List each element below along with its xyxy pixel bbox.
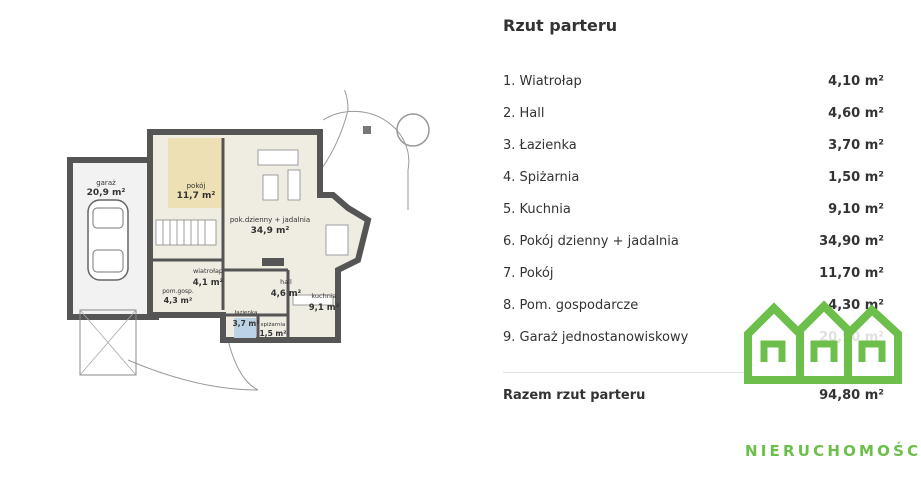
plan-label-bath: łazienka xyxy=(235,310,258,316)
plan-label-utility-area: 4,3 m² xyxy=(164,296,193,305)
room-name: 5. Kuchnia xyxy=(503,202,571,217)
room-area: 4,60 m² xyxy=(828,106,884,121)
room-area: 3,70 m² xyxy=(828,138,884,153)
room-name: 2. Hall xyxy=(503,106,545,121)
plan-label-hall: hall xyxy=(280,278,292,286)
plan-label-hall-area: 4,6 m² xyxy=(271,289,302,299)
room-name: 7. Pokój xyxy=(503,266,554,281)
plan-label-room-area: 11,7 m² xyxy=(177,191,216,201)
plan-label-kitchen: kuchnia xyxy=(311,292,336,300)
plan-label-living-area: 34,9 m² xyxy=(251,226,290,236)
room-name: 1. Wiatrołap xyxy=(503,74,582,89)
room-area: 1,50 m² xyxy=(828,170,884,185)
room-area: 34,90 m² xyxy=(819,234,884,249)
plan-label-utility: pom.gosp. xyxy=(162,288,194,295)
room-row: 4. Spiżarnia 1,50 m² xyxy=(503,162,887,194)
plan-label-pantry: spiżarnia xyxy=(261,322,286,328)
houses-logo-icon xyxy=(744,300,904,384)
floor-plan-image: garaż 20,9 m² pokój 11,7 m² pok.dzienny … xyxy=(48,79,458,400)
room-name: 3. Łazienka xyxy=(503,138,577,153)
room-row: 7. Pokój 11,70 m² xyxy=(503,258,887,290)
plan-label-living: pok.dzienny + jadalnia xyxy=(230,216,310,224)
total-row: Razem rzut parteru 94,80 m² xyxy=(503,388,887,408)
room-area: 4,10 m² xyxy=(828,74,884,89)
brand-name: NIERUCHOMOŚCI xyxy=(745,442,921,460)
room-area: 11,70 m² xyxy=(819,266,884,281)
plan-label-kitchen-area: 9,1 m² xyxy=(309,303,340,313)
room-row: 6. Pokój dzienny + jadalnia 34,90 m² xyxy=(503,226,887,258)
plan-label-room: pokój xyxy=(187,182,206,190)
total-area: 94,80 m² xyxy=(819,388,884,403)
room-row: 5. Kuchnia 9,10 m² xyxy=(503,194,887,226)
room-list: 1. Wiatrołap 4,10 m² 2. Hall 4,60 m² 3. Łazi… xyxy=(503,66,887,354)
plan-label-vestibule: wiatrołap xyxy=(193,267,223,275)
divider xyxy=(503,372,887,373)
plan-label-garage: garaż xyxy=(96,179,116,187)
floor-plan-svg: garaż 20,9 m² pokój 11,7 m² pok.dzienny … xyxy=(67,79,430,391)
plan-label-garage-area: 20,9 m² xyxy=(87,188,126,198)
room-name: 8. Pom. gospodarcze xyxy=(503,298,639,313)
plan-label-bath-area: 3,7 m² xyxy=(233,319,260,328)
total-label: Razem rzut parteru xyxy=(503,388,646,403)
plan-label-vestibule-area: 4,1 m² xyxy=(193,278,224,288)
panel-title: Rzut parteru xyxy=(503,16,618,35)
room-name: 4. Spiżarnia xyxy=(503,170,580,185)
room-row: 2. Hall 4,60 m² xyxy=(503,98,887,130)
plan-label-pantry-area: 1,5 m² xyxy=(260,329,287,338)
room-area: 9,10 m² xyxy=(828,202,884,217)
room-row: 3. Łazienka 3,70 m² xyxy=(503,130,887,162)
room-name: 9. Garaż jednostanowiskowy xyxy=(503,330,689,345)
room-name: 6. Pokój dzienny + jadalnia xyxy=(503,234,679,249)
room-row: 1. Wiatrołap 4,10 m² xyxy=(503,66,887,98)
